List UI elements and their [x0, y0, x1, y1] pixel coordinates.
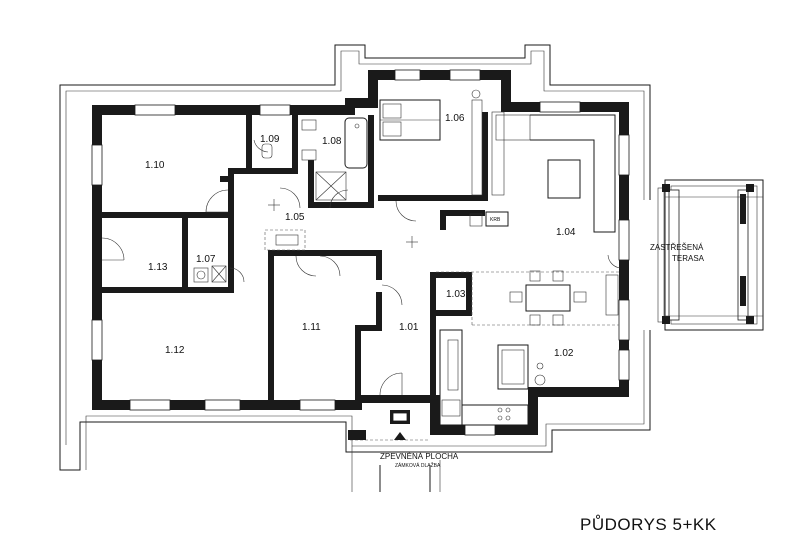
room-label-1-03: 1.03 — [446, 289, 466, 300]
room-label-1-10: 1.10 — [145, 160, 165, 171]
room-label-1-13: 1.13 — [148, 262, 168, 273]
interior-walls — [102, 112, 488, 400]
room-label-1-01: 1.01 — [399, 322, 419, 333]
kitchen-counter — [439, 329, 529, 426]
room-label-1-09: 1.09 — [260, 134, 280, 145]
room-label-1-12: 1.12 — [165, 345, 185, 356]
terrace-label-line2: TERASA — [672, 254, 705, 263]
open-plan-lines — [264, 229, 619, 326]
double-bed — [379, 89, 505, 196]
doors — [101, 139, 621, 396]
room-label-1-04: 1.04 — [556, 227, 576, 238]
room-label-1-11: 1.11 — [302, 322, 321, 333]
covered-terrace — [657, 179, 764, 331]
room-label-1-08: 1.08 — [322, 136, 342, 147]
paved-area-sublabel: ZÁMKOVÁ DLAŽBA — [395, 461, 441, 469]
eave-outline — [59, 44, 651, 471]
kitchen-island — [497, 114, 616, 390]
fireplace — [469, 211, 509, 227]
room-label-1-02: 1.02 — [554, 348, 574, 359]
room-label-1-05: 1.05 — [285, 212, 305, 223]
living-furniture — [495, 114, 619, 316]
bathroom-fixtures — [261, 117, 368, 201]
windows — [91, 69, 630, 436]
entrance — [348, 410, 441, 492]
hall-markers — [268, 199, 418, 248]
paved-area-label: ZPEVNĚNÁ PLOCHA — [380, 452, 459, 461]
room-labels: 1.10 1.09 1.08 1.06 1.05 1.04 1.13 1.07 … — [145, 113, 576, 359]
room-label-1-07: 1.07 — [196, 254, 216, 265]
fireplace-label: KRB — [490, 217, 501, 223]
terrace-label-line1: ZASTŘEŠENÁ — [650, 243, 704, 252]
room-label-1-06: 1.06 — [445, 113, 465, 124]
laundry-fixtures — [193, 265, 227, 283]
dining-table — [509, 270, 587, 326]
plan-title: PŮDORYS 5+KK — [580, 515, 717, 534]
